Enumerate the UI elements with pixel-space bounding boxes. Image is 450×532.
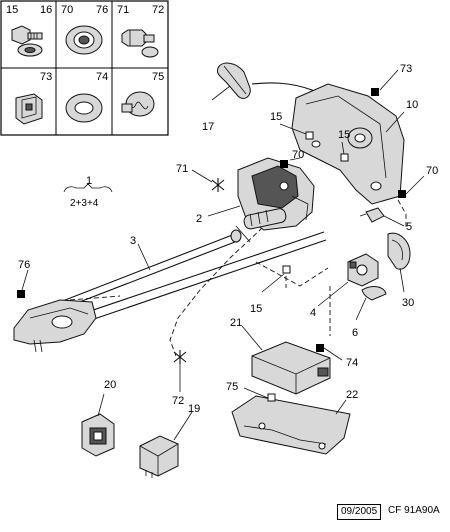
inset-label: 73	[40, 71, 52, 83]
ecu-part	[251, 341, 331, 395]
label-19: 19	[188, 403, 200, 415]
label-21: 21	[230, 317, 242, 329]
label-30: 30	[402, 297, 414, 309]
callout-labels: 1 2+3+4 2 3 4 5 6 10 15 15 15 17 19 20 2…	[18, 63, 438, 415]
label-15a: 15	[270, 111, 282, 123]
group-bracket	[63, 183, 113, 193]
label-76: 76	[18, 259, 30, 271]
inset-label: 74	[96, 71, 108, 83]
label-2: 2	[196, 213, 202, 225]
actuator-part	[347, 253, 379, 287]
label-10: 10	[406, 99, 418, 111]
label-3: 3	[130, 235, 136, 247]
washer-icon	[65, 93, 103, 123]
inset-label: 71	[117, 4, 129, 16]
inset-label: 16	[40, 4, 52, 16]
fastener-squares	[17, 88, 406, 352]
stud-nut-icon	[11, 25, 43, 57]
push-clip-icon	[121, 29, 159, 58]
bracket-part	[291, 83, 405, 205]
label-70b: 70	[426, 165, 438, 177]
cover-part	[387, 232, 411, 270]
label-75: 75	[226, 381, 238, 393]
inset-label: 75	[152, 71, 164, 83]
label-73: 73	[400, 63, 412, 75]
connector-part	[359, 207, 385, 223]
footer-date: 09/2005	[337, 504, 382, 520]
label-1-sub: 2+3+4	[70, 198, 99, 209]
grommet-icon	[65, 25, 103, 55]
seal-tube-part	[217, 62, 323, 99]
spring-clip-icon	[15, 93, 43, 125]
label-4: 4	[310, 307, 316, 319]
inset-label: 15	[6, 4, 18, 16]
label-15c: 15	[250, 303, 262, 315]
label-74: 74	[346, 357, 358, 369]
label-1: 1	[86, 175, 92, 187]
clip-part	[361, 286, 387, 301]
inset-label: 76	[96, 4, 108, 16]
label-22: 22	[346, 389, 358, 401]
inset-label: 72	[152, 4, 164, 16]
label-70a: 70	[292, 149, 304, 161]
star-clips	[173, 178, 225, 364]
plastic-rivet-icon	[121, 91, 155, 117]
footer-reference: CF 91A90A	[388, 505, 440, 516]
label-20: 20	[104, 379, 116, 391]
label-6: 6	[352, 327, 358, 339]
motor-unit-part	[237, 157, 315, 231]
lower-housing-part	[13, 299, 97, 353]
relay-part	[139, 435, 179, 478]
leader-lines	[21, 69, 425, 441]
label-71: 71	[176, 163, 188, 175]
label-5: 5	[406, 221, 412, 233]
tray-part	[231, 395, 351, 455]
label-17: 17	[202, 121, 214, 133]
inset-label: 70	[61, 4, 73, 16]
label-72: 72	[172, 395, 184, 407]
label-15b: 15	[338, 129, 350, 141]
switch-part	[81, 413, 115, 457]
fastener-open-squares	[267, 131, 349, 402]
inset-parts-table: 15 16 70 76 71 72 73 74 75	[0, 0, 169, 136]
